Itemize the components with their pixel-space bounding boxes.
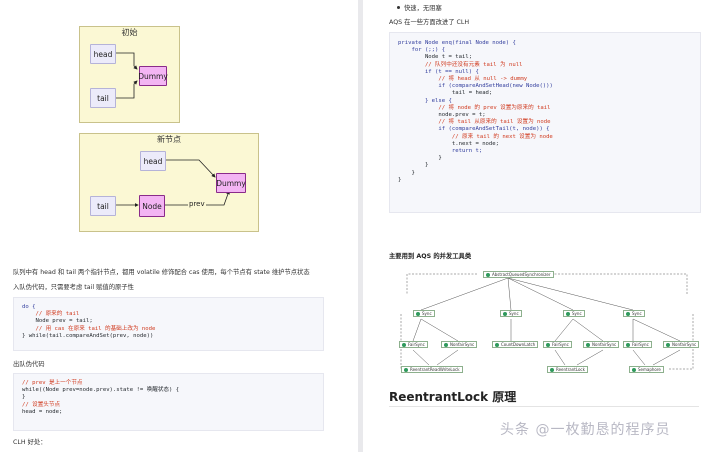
- uml-label: ReentrantLock: [556, 367, 585, 372]
- code-line: tail = head;: [398, 90, 493, 97]
- uml-label: Sync: [422, 311, 432, 316]
- code-line: t.next = node;: [398, 140, 500, 147]
- code-line: // prev 是上一个节点: [22, 380, 83, 386]
- code-line: if (compareAndSetTail(t, node)) {: [398, 126, 550, 133]
- code-line: head = node;: [22, 408, 63, 415]
- paragraph: 队列中有 head 和 tail 两个指针节点，都用 volatile 修饰配合…: [13, 269, 310, 276]
- uml-label: NonfairSync: [592, 342, 617, 347]
- uml-sync: Sync: [413, 310, 435, 317]
- uml-sync: Sync: [563, 310, 585, 317]
- new-diagram-arrows: [115, 159, 230, 207]
- section-heading: ReentrantLock 原理: [389, 390, 517, 404]
- uml-fairsync: FairSync: [623, 341, 652, 348]
- paragraph: 出队伪代码: [13, 361, 45, 368]
- code-line: // 将 tail 从原来的 tail 设置为 node: [398, 119, 551, 126]
- uml-fairsync: FairSync: [399, 341, 428, 348]
- uml-label: Semaphore: [638, 367, 661, 372]
- head-node: head: [140, 151, 166, 171]
- tail-node: tail: [90, 88, 116, 108]
- code-line: Node t = tail;: [398, 54, 473, 61]
- bullet-dot: [397, 6, 400, 9]
- tail-node: tail: [90, 196, 116, 216]
- code-line: private Node enq(final Node node) {: [398, 40, 516, 46]
- uml-fairsync: FairSync: [543, 341, 572, 348]
- uml-label: FairSync: [408, 342, 425, 347]
- code-line: node.prev = t;: [398, 112, 486, 119]
- diagram-title: 新节点: [157, 135, 181, 144]
- paragraph: AQS 在一些方面改进了 CLH: [389, 19, 470, 26]
- code-block-enqueue: do { // 原来的 tail Node prev = tail; // 用 …: [13, 297, 324, 351]
- code-line: } else {: [398, 97, 452, 104]
- uml-label: Sync: [509, 311, 519, 316]
- uml-label: CountDownLatch: [501, 342, 536, 347]
- code-line: }: [398, 176, 402, 183]
- uml-semaphore: Semaphore: [629, 366, 664, 373]
- uml-reentrantlock: ReentrantLock: [547, 366, 588, 373]
- code-line: // 原来的 tail: [22, 311, 80, 318]
- code-block-dequeue: // prev 是上一个节点 while((Node prev=node.pre…: [13, 373, 324, 431]
- uml-sync: Sync: [623, 310, 645, 317]
- dummy-node: Dummy: [216, 173, 246, 193]
- uml-label: NonfairSync: [450, 342, 475, 347]
- uml-label: ReentrantReadWriteLock: [410, 367, 460, 372]
- code-line: // 设置头节点: [22, 401, 61, 408]
- paragraph: 入队伪代码，只需要考虑 tail 赋值的原子性: [13, 284, 134, 291]
- code-block-enq: private Node enq(final Node node) { for …: [389, 32, 701, 213]
- right-page: 快速，无阻塞 AQS 在一些方面改进了 CLH private Node enq…: [363, 0, 720, 452]
- page-divider: [358, 0, 363, 452]
- code-line: } while(tail.compareAndSet(prev, node)): [22, 332, 154, 339]
- head-node: head: [90, 44, 116, 64]
- heading-rule: [389, 406, 699, 407]
- uml-label: FairSync: [552, 342, 569, 347]
- watermark: 头条 @一枚勤恳的程序员: [500, 422, 671, 438]
- code-line: }: [398, 162, 429, 169]
- code-line: return t;: [398, 148, 483, 155]
- left-page: 初始 head tail Dummy 新节点 head tail Node Du…: [0, 0, 358, 452]
- prev-edge-label: prev: [188, 200, 206, 208]
- uml-sync: Sync: [500, 310, 522, 317]
- subheading: 主要用到 AQS 的并发工具类: [389, 253, 472, 260]
- node-node: Node: [139, 195, 165, 217]
- uml-label: NonfairSync: [672, 342, 697, 347]
- uml-aqs: AbstractQueuedSynchronizer: [483, 271, 554, 278]
- initial-diagram-arrows: [115, 52, 138, 99]
- code-line: // 将 node 的 prev 设置为原来的 tail: [398, 104, 551, 111]
- dummy-node: Dummy: [138, 66, 168, 86]
- code-line: }: [398, 155, 442, 162]
- aqs-uml-diagram: [400, 273, 694, 370]
- code-line: if (t == null) {: [398, 68, 479, 75]
- code-line: while((Node prev=node.prev).state != 唤醒状…: [22, 387, 180, 394]
- code-line: Node prev = tail;: [22, 318, 93, 325]
- uml-label: Sync: [572, 311, 582, 316]
- code-line: // 将 head 从 null -> dummy: [398, 76, 528, 83]
- uml-reentrantreadwritelock: ReentrantReadWriteLock: [401, 366, 463, 373]
- paragraph: CLH 好处：: [13, 439, 47, 446]
- uml-label: AbstractQueuedSynchronizer: [492, 272, 551, 277]
- code-line: // 用 cas 在原来 tail 的基础上改为 node: [22, 325, 156, 332]
- diagram-title: 初始: [121, 28, 138, 37]
- code-line: do {: [22, 304, 36, 310]
- uml-nonfairsync: NonfairSync: [441, 341, 478, 348]
- uml-countdownlatch: CountDownLatch: [492, 341, 539, 348]
- uml-label: FairSync: [632, 342, 649, 347]
- uml-label: Sync: [632, 311, 642, 316]
- uml-nonfairsync: NonfairSync: [663, 341, 700, 348]
- code-line: }: [22, 394, 26, 401]
- code-line: for (;;) {: [398, 47, 446, 54]
- code-line: // 队列中还没有元素 tail 为 null: [398, 61, 523, 68]
- code-line: if (compareAndSetHead(new Node())): [398, 83, 553, 90]
- bullet-item: 快速，无阻塞: [404, 5, 442, 12]
- code-line: // 原来 tail 的 next 设置为 node: [398, 133, 553, 140]
- code-line: }: [398, 169, 415, 176]
- uml-nonfairsync: NonfairSync: [583, 341, 620, 348]
